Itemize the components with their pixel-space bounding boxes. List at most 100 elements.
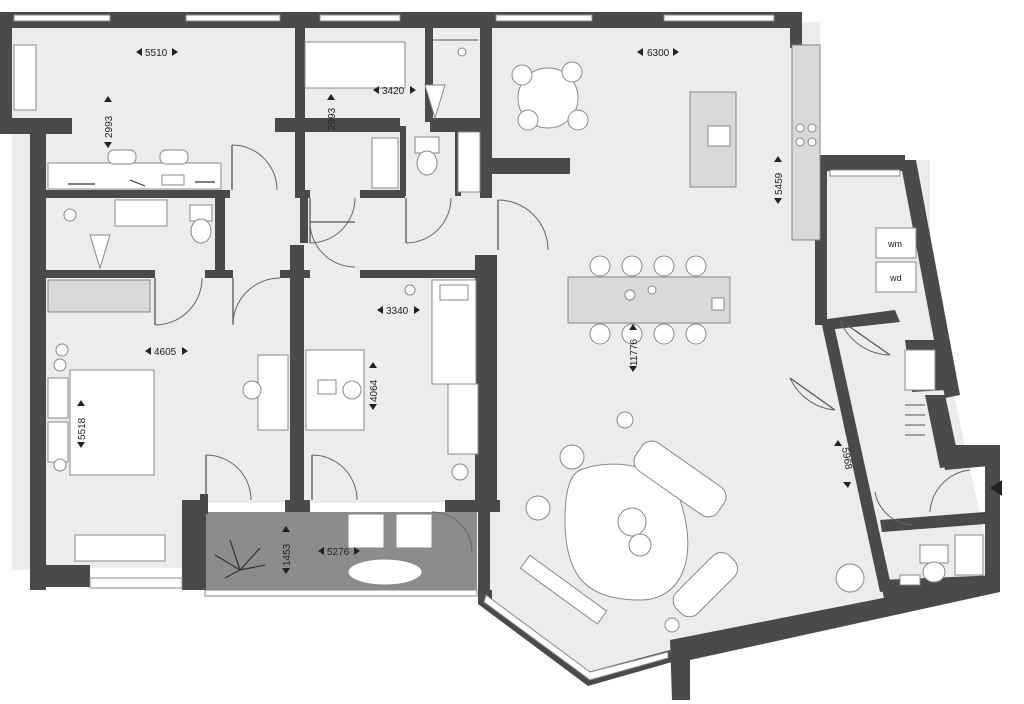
dimension-arrow-icon xyxy=(629,324,637,330)
plant xyxy=(55,343,69,357)
toilet xyxy=(919,544,949,564)
cooktop xyxy=(807,123,817,133)
dimension-arrow-icon xyxy=(673,48,679,56)
sofa xyxy=(672,551,739,618)
sink xyxy=(114,199,168,227)
dimension-arrow-icon xyxy=(834,440,842,446)
wall xyxy=(445,500,500,512)
cooktop xyxy=(795,123,805,133)
chair xyxy=(589,255,611,277)
wall xyxy=(425,22,433,122)
bedroom-furniture xyxy=(47,279,166,562)
sofa xyxy=(633,440,727,518)
wall xyxy=(215,198,225,278)
door xyxy=(205,454,252,501)
shower-drain xyxy=(457,47,467,57)
cooktop xyxy=(807,137,817,147)
dimension-label: 5276 xyxy=(327,547,350,558)
shelf xyxy=(904,349,936,391)
entrance-arrow-icon xyxy=(990,480,1002,496)
wall xyxy=(0,12,12,134)
cooktop xyxy=(795,137,805,147)
laundry-furniture: wm wd xyxy=(875,227,1002,586)
door xyxy=(309,197,356,244)
lounge-chair xyxy=(347,513,385,549)
armchair xyxy=(525,495,551,521)
chair xyxy=(653,255,675,277)
wall xyxy=(275,118,400,132)
dimension-arrow-icon xyxy=(373,86,379,94)
washing-machine-label: wm xyxy=(887,239,902,249)
nightstand xyxy=(53,358,67,372)
window xyxy=(185,14,281,22)
wall xyxy=(822,325,892,592)
door xyxy=(929,469,971,513)
dimension-label: 4605 xyxy=(154,347,177,358)
sink xyxy=(371,137,399,189)
wall xyxy=(400,126,406,196)
wall xyxy=(480,158,570,174)
dimension-arrow-icon xyxy=(104,96,112,102)
desk xyxy=(257,354,289,431)
study-furniture xyxy=(242,279,479,481)
nightstand xyxy=(53,458,67,472)
wall xyxy=(45,270,155,278)
lounge-chair xyxy=(395,513,433,549)
chair xyxy=(653,323,675,345)
chair xyxy=(621,255,643,277)
wall xyxy=(182,500,206,590)
wall xyxy=(900,160,960,398)
plant xyxy=(404,284,416,296)
sink xyxy=(707,125,731,147)
plant xyxy=(451,463,469,481)
dimension-label: 2993 xyxy=(104,115,115,138)
cabinet xyxy=(13,44,37,111)
bathroom-furniture xyxy=(304,39,481,193)
door xyxy=(497,199,549,251)
laptop xyxy=(161,174,185,186)
chair xyxy=(517,109,539,131)
dimension-arrow-icon xyxy=(182,347,188,355)
windows xyxy=(13,14,901,681)
plant xyxy=(616,411,634,429)
dimension-label: 3340 xyxy=(386,306,409,317)
door xyxy=(789,377,836,411)
dimension-arrow-icon xyxy=(637,48,643,56)
pillow xyxy=(47,421,69,463)
wall xyxy=(430,118,490,132)
dimension-arrow-icon xyxy=(369,362,377,368)
wall xyxy=(290,245,304,505)
wall xyxy=(670,575,1000,700)
chair xyxy=(589,323,611,345)
dimension-label: 1453 xyxy=(282,543,293,566)
window xyxy=(13,14,111,22)
dimension-label: 11776 xyxy=(629,338,640,366)
living-furniture xyxy=(519,411,865,633)
chair xyxy=(621,323,643,345)
chair xyxy=(685,323,707,345)
dimension-arrow-icon xyxy=(327,94,335,100)
wall xyxy=(30,130,46,590)
dimension-label: 3420 xyxy=(382,86,405,97)
door xyxy=(874,491,913,526)
dimension-arrow-icon xyxy=(104,142,112,148)
wall xyxy=(30,565,90,587)
window xyxy=(663,14,775,22)
toilet xyxy=(922,561,946,583)
wardrobe xyxy=(47,279,151,313)
chair xyxy=(242,380,262,400)
dimension-arrow-icon xyxy=(377,306,383,314)
dimension-arrow-icon xyxy=(774,198,782,204)
cabinet xyxy=(899,574,921,586)
armchair xyxy=(559,444,585,470)
wall xyxy=(820,310,900,330)
sofa xyxy=(74,534,166,562)
dining-table xyxy=(567,276,731,324)
sideboard xyxy=(519,554,608,625)
balcony-furniture xyxy=(214,513,433,586)
dimension-arrow-icon xyxy=(77,442,85,448)
doors xyxy=(154,144,971,553)
office-furniture xyxy=(13,44,222,190)
tableware xyxy=(647,285,657,295)
